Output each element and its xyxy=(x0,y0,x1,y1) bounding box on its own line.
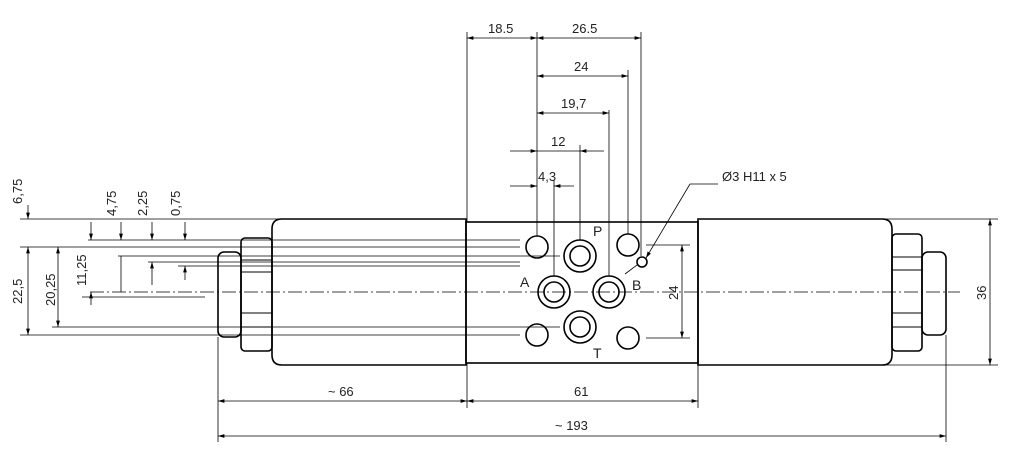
dim-61: 61 xyxy=(574,384,588,399)
port-label-a: A xyxy=(520,274,530,290)
dim-2-25: 2,25 xyxy=(135,191,150,216)
dim-6-75: 6,75 xyxy=(10,179,25,204)
right-dimension-lines xyxy=(646,218,998,366)
dim-18-5: 18.5 xyxy=(488,21,513,36)
bottom-extension-lines xyxy=(217,335,947,442)
dim-26-5: 26.5 xyxy=(572,21,597,36)
left-dimension-lines xyxy=(26,205,187,335)
dim-0-75: 0,75 xyxy=(168,191,183,216)
top-dimension-lines xyxy=(467,36,641,188)
hole-callout-text: Ø3 H11 x 5 xyxy=(722,169,787,184)
top-extension-lines xyxy=(466,32,642,276)
dim-4-3: 4,3 xyxy=(538,169,556,184)
port-label-p: P xyxy=(593,223,602,239)
dim-193: ~ 193 xyxy=(555,418,588,433)
port-holes xyxy=(525,233,648,350)
port-label-b: B xyxy=(632,277,641,293)
port-label-t: T xyxy=(593,345,602,361)
center-valve-block xyxy=(465,221,699,364)
dim-66: ~ 66 xyxy=(328,384,354,399)
dim-11-25: 11,25 xyxy=(74,254,89,286)
dim-24-top: 24 xyxy=(574,59,588,74)
dim-20-25: 20,25 xyxy=(43,273,58,306)
dim-12: 12 xyxy=(551,134,565,149)
dim-36: 36 xyxy=(974,286,989,300)
dim-19-7: 19,7 xyxy=(561,96,586,111)
dim-24-right: 24 xyxy=(666,286,681,300)
left-connector-nut xyxy=(217,237,273,352)
left-extension-lines xyxy=(20,218,560,336)
hole-callout-leader xyxy=(624,183,718,275)
left-solenoid-body xyxy=(271,218,467,366)
bottom-dimension-lines xyxy=(218,399,946,438)
right-connector-nut xyxy=(891,233,947,352)
dim-4-75: 4,75 xyxy=(104,191,119,216)
dim-22-5: 22,5 xyxy=(10,279,25,304)
